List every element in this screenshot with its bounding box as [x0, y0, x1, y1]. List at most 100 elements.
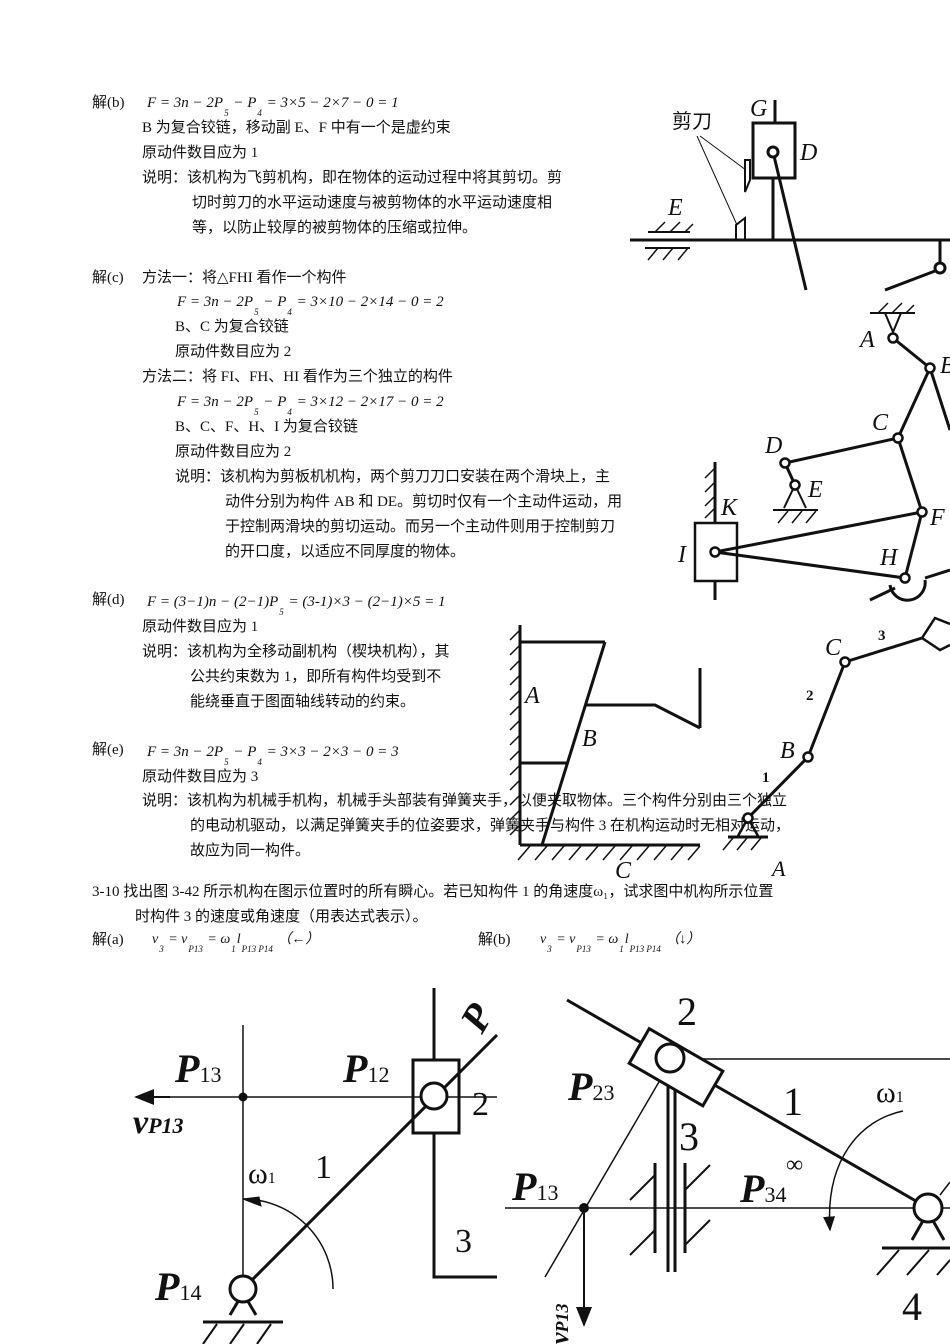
link-4-label: 4 [902, 1284, 922, 1329]
label-B: B [582, 726, 597, 752]
answer-b-formula: F = 3n − 2P5 − P4 = 3×5 − 2×7 − 0 = 1 [147, 94, 399, 118]
formula-subscript: 1 [619, 944, 624, 954]
answer-c-line: 原动件数目应为 2 [175, 444, 292, 460]
formula-term: F = 3n − 2P [177, 294, 254, 310]
label-C: C [825, 635, 842, 661]
answer-b-label: 解(b) [92, 95, 125, 111]
formula-term: = v [552, 932, 576, 947]
answer-e-formula: F = 3n − 2P5 − P4 = 3×3 − 2×3 − 0 = 3 [147, 743, 399, 767]
label-D: D [764, 433, 782, 459]
answer-a-label: 解(a) [92, 932, 124, 948]
formula-subscript: 5 [224, 757, 229, 767]
label-vP13: vP13 [545, 1303, 574, 1344]
label-G: G [750, 96, 767, 122]
formula-term: − P [259, 394, 287, 410]
formula-term: = 3×3 − 2×3 − 0 = 3 [262, 744, 399, 760]
figure-flying-shear [630, 100, 950, 292]
question-3-10-cont: 时构件 3 的速度或角速度（用表达式表示）。 [135, 909, 428, 925]
answer-c-line: B、C 为复合铰链 [175, 319, 289, 335]
formula-subscript: 4 [287, 307, 292, 317]
answer-c-note: 的开口度，以适应不同厚度的物体。 [225, 544, 466, 560]
label-A: A [523, 683, 540, 709]
formula-subscript: P13 P14 [629, 944, 661, 954]
answer-c-note: 说明：该机构为剪板机机构，两个剪刀刀口安装在两个滑块上，主 [175, 469, 611, 485]
formula-subscript: 3 [547, 944, 552, 954]
formula-term: − P [229, 744, 257, 760]
answer-e-label: 解(e) [92, 742, 124, 758]
answer-d-line: 原动件数目应为 1 [142, 619, 259, 635]
answer-e-note: 的电动机驱动，以满足弹簧夹手的位姿要求，弹簧夹手与构件 3 在机构运动时无相对运… [190, 818, 791, 834]
formula-subscript: 5 [254, 307, 259, 317]
formula-subscript: 4 [287, 407, 292, 417]
link-3-label: 3 [679, 1114, 699, 1159]
answer-d-formula: F = (3−1)n − (2−1)P5 = (3-1)×3 − (2−1)×5… [147, 593, 446, 617]
answer-c-label: 解(c) [92, 270, 124, 286]
answer-c-note: 于控制两滑块的剪切运动。而另一个主动件则用于控制剪刀 [225, 519, 616, 535]
answer-b-line: 原动件数目应为 1 [142, 145, 259, 161]
answer-b-note: 等，以防止较厚的被剪物体的压缩或拉伸。 [192, 220, 478, 236]
formula-term: = 3×5 − 2×7 − 0 = 1 [262, 95, 399, 111]
figure-3-42a [134, 988, 499, 1344]
link-2-label: 2 [472, 1086, 489, 1123]
formula-term: = 3×10 − 2×14 − 0 = 2 [292, 294, 444, 310]
link-1-label: 1 [315, 1149, 332, 1186]
answer-b2-label: 解(b) [478, 932, 511, 948]
label-K: K [720, 495, 739, 521]
formula-term: = ω [591, 932, 619, 947]
label-E: E [667, 195, 683, 221]
cutter-label: 剪刀 [672, 110, 712, 133]
answer-a-formula: v3 = vP13 = ω1lP13 P14 （←） [152, 931, 320, 954]
formula-term: = (3-1)×3 − (2−1)×5 = 1 [284, 594, 446, 610]
label-P14: P14 [154, 1264, 201, 1309]
answer-b-note: 说明：该机构为飞剪机构，即在物体的运动过程中将其剪切。剪 [142, 170, 563, 186]
formula-term: = v [164, 932, 188, 947]
label-H: H [879, 545, 899, 571]
answer-c-formula-1: F = 3n − 2P5 − P4 = 3×10 − 2×14 − 0 = 2 [177, 293, 444, 317]
label-A: A [858, 327, 875, 353]
label-P13: P13 [511, 1164, 558, 1209]
link-2-label: 2 [677, 989, 697, 1034]
label-E: E [807, 477, 823, 503]
label-P13: P13 [174, 1046, 221, 1091]
infinity-symbol: ∞ [786, 1152, 803, 1178]
formula-term: v [152, 932, 159, 947]
figure-wedge [509, 625, 702, 861]
link-2-label: 2 [806, 688, 814, 704]
formula-subscript: 4 [257, 108, 262, 118]
formula-term: （←） [273, 932, 320, 947]
formula-subscript: 1 [231, 944, 236, 954]
label-omega1: ω1 [876, 1076, 904, 1109]
link-3-label: 3 [455, 1223, 472, 1260]
formula-term: F = 3n − 2P [177, 394, 254, 410]
label-P-infinity: P [450, 995, 502, 1040]
label-F: F [929, 505, 945, 531]
answer-c-line: 原动件数目应为 2 [175, 344, 292, 360]
figure-plate-shear [693, 302, 950, 602]
label-P12: P12 [342, 1046, 389, 1091]
label-I: I [677, 542, 687, 568]
label-D: D [799, 140, 817, 166]
answer-e-note: 说明：该机构为机械手机构，机械手头部装有弹簧夹手，以便夹取物体。三个构件分别由三… [142, 793, 788, 809]
answer-c-line: B、C、F、H、I 为复合铰链 [175, 419, 358, 435]
formula-subscript: 5 [279, 607, 284, 617]
answer-d-note: 公共约束数为 1，即所有构件均受到不 [190, 669, 442, 685]
answer-b-line: B 为复合铰链，移动副 E、F 中有一个是虚约束 [142, 120, 451, 136]
answer-e-line: 原动件数目应为 3 [142, 769, 259, 785]
link-3-label: 3 [878, 628, 886, 644]
label-omega1: ω1 [248, 1157, 276, 1190]
answer-d-label: 解(d) [92, 592, 125, 608]
answer-d-note: 能绕垂直于图面轴线转动的约束。 [190, 694, 416, 710]
formula-term: （↓） [661, 932, 701, 947]
formula-term: F = 3n − 2P [147, 744, 224, 760]
answer-c-note: 动件分别为构件 AB 和 DE。剪切时仅有一个主动件运动，用 [225, 494, 623, 510]
label-A: A [770, 856, 786, 881]
formula-term: l [624, 932, 629, 947]
method-1: 方法一：将△FHI 看作一个构件 [142, 270, 347, 286]
formula-subscript: 3 [159, 944, 164, 954]
formula-term: F = 3n − 2P [147, 95, 224, 111]
label-P34: P34 [739, 1166, 786, 1211]
question-3-10: 3-10 找出图 3-42 所示机构在图示位置时的所有瞬心。若已知构件 1 的角… [92, 884, 774, 900]
figure-3-42b [505, 998, 950, 1327]
formula-subscript: 5 [224, 108, 229, 118]
